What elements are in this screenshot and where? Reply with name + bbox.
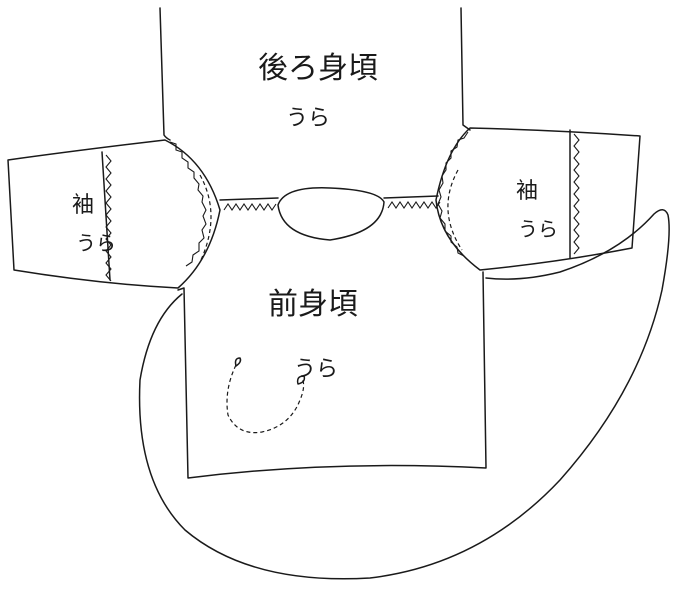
neckline-opening bbox=[277, 187, 385, 241]
front-bodice: 前身頃 うら bbox=[177, 187, 487, 479]
left-sleeve-cuff-line bbox=[101, 151, 111, 281]
right-armhole-serging bbox=[437, 131, 469, 257]
front-bodice-title: 前身頃 bbox=[268, 287, 358, 322]
right-sleeve-side-label: うら bbox=[518, 217, 558, 241]
shoulder-serging-right bbox=[387, 201, 441, 209]
thread-tail-dashed bbox=[226, 364, 305, 434]
back-bodice-title: 後ろ身頃 bbox=[258, 51, 378, 86]
left-sleeve: 袖 うら bbox=[7, 139, 221, 289]
back-bodice: 後ろ身頃 うら bbox=[159, 7, 471, 141]
right-sleeve-outline bbox=[435, 127, 641, 271]
right-armhole-stitch bbox=[447, 169, 463, 251]
left-sleeve-outline bbox=[7, 139, 221, 289]
left-sleeve-cuff-serging bbox=[105, 154, 112, 282]
thread-knot-left bbox=[234, 357, 242, 367]
left-sleeve-side-label: うら bbox=[76, 231, 116, 255]
front-bodice-outline bbox=[177, 271, 487, 479]
left-armhole-serging bbox=[169, 141, 207, 267]
left-armhole-stitch bbox=[199, 174, 212, 263]
shoulder-seam-right bbox=[383, 195, 439, 199]
back-bodice-side-label: うら bbox=[286, 106, 330, 131]
front-bodice-side-label: うら bbox=[294, 357, 338, 382]
right-sleeve-cuff-serging bbox=[573, 133, 580, 255]
shoulder-serging-left bbox=[223, 203, 277, 211]
thread-knot-right bbox=[296, 375, 306, 385]
cord-loop bbox=[138, 209, 670, 580]
right-sleeve: 袖 うら bbox=[435, 127, 641, 271]
right-sleeve-title: 袖 bbox=[516, 179, 538, 204]
back-bodice-outline bbox=[159, 7, 471, 141]
left-sleeve-title: 袖 bbox=[72, 193, 94, 218]
shoulder-seam-left bbox=[219, 197, 279, 201]
